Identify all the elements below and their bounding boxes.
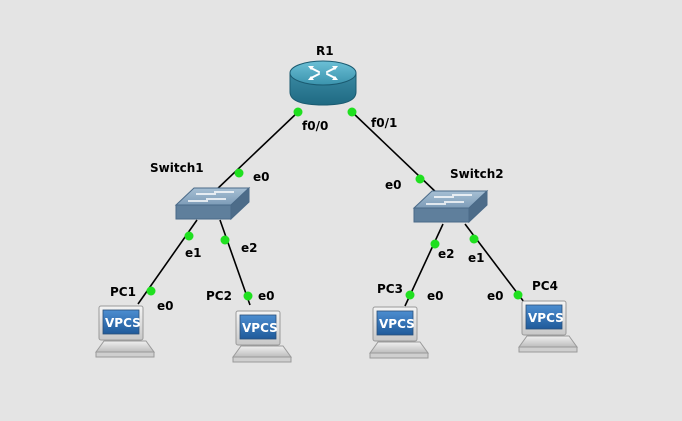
status-dot-switch2-e0 bbox=[415, 174, 425, 184]
port-label-pc2-e0: e0 bbox=[258, 289, 275, 303]
status-dot-switch2-e2 bbox=[430, 239, 440, 249]
port-label-switch1-e2: e2 bbox=[241, 241, 258, 255]
switch-switch1[interactable]: Switch1 bbox=[150, 161, 251, 221]
pc4-label: PC4 bbox=[532, 279, 558, 293]
vpcs-icon: VPCS bbox=[518, 300, 578, 353]
status-dot-switch2-e1 bbox=[469, 234, 479, 244]
status-dot-switch1-e1 bbox=[184, 231, 194, 241]
vpcs-pc3[interactable]: PC3 VPCS bbox=[369, 282, 429, 359]
status-dot-r1-f0-1 bbox=[347, 107, 357, 117]
link-status-indicators bbox=[146, 107, 523, 301]
port-label-pc4-e0: e0 bbox=[487, 289, 504, 303]
switch2-label: Switch2 bbox=[450, 167, 504, 181]
port-label-switch2-e1: e1 bbox=[468, 251, 485, 265]
port-label-switch2-e2: e2 bbox=[438, 247, 455, 261]
vpcs-icon: VPCS bbox=[369, 306, 429, 359]
pc2-label: PC2 bbox=[206, 289, 232, 303]
vpcs-pc1[interactable]: PC1 VPCS bbox=[95, 285, 155, 358]
router-icon bbox=[289, 60, 357, 106]
pc1-label: PC1 bbox=[110, 285, 136, 299]
pc4-screen-text: VPCS bbox=[528, 311, 564, 325]
port-label-pc1-e0: e0 bbox=[157, 299, 174, 313]
router-r1-label: R1 bbox=[316, 44, 334, 58]
router-r1[interactable]: R1 bbox=[289, 44, 357, 106]
port-label-switch1-e1: e1 bbox=[185, 246, 202, 260]
port-label-r1-f0-1: f0/1 bbox=[371, 116, 397, 130]
switch-switch2[interactable]: Switch2 bbox=[412, 167, 504, 224]
status-dot-switch1-e2 bbox=[220, 235, 230, 245]
status-dot-pc3-e0 bbox=[405, 290, 415, 300]
link-r1-switch2[interactable] bbox=[351, 111, 441, 197]
pc1-screen-text: VPCS bbox=[105, 316, 141, 330]
switch1-label: Switch1 bbox=[150, 161, 204, 175]
status-dot-switch1-e0 bbox=[234, 168, 244, 178]
port-label-switch2-e0: e0 bbox=[385, 178, 402, 192]
pc2-screen-text: VPCS bbox=[242, 321, 278, 335]
vpcs-icon: VPCS bbox=[95, 305, 155, 358]
link-r1-switch1[interactable] bbox=[213, 111, 299, 193]
port-label-r1-f0-0: f0/0 bbox=[302, 119, 328, 133]
status-dot-pc1-e0 bbox=[146, 286, 156, 296]
pc3-screen-text: VPCS bbox=[379, 317, 415, 331]
vpcs-pc4[interactable]: PC4 VPCS bbox=[518, 279, 578, 353]
port-label-switch1-e0: e0 bbox=[253, 170, 270, 184]
status-dot-pc4-e0 bbox=[513, 290, 523, 300]
vpcs-pc2[interactable]: PC2 VPCS bbox=[206, 289, 292, 363]
ethernet-switch-icon bbox=[412, 189, 489, 224]
pc3-label: PC3 bbox=[377, 282, 403, 296]
port-label-pc3-e0: e0 bbox=[427, 289, 444, 303]
ethernet-switch-icon bbox=[174, 186, 251, 221]
status-dot-pc2-e0 bbox=[243, 291, 253, 301]
vpcs-icon: VPCS bbox=[232, 310, 292, 363]
status-dot-r1-f0-0 bbox=[293, 107, 303, 117]
link-switch1-pc2[interactable] bbox=[219, 219, 251, 306]
